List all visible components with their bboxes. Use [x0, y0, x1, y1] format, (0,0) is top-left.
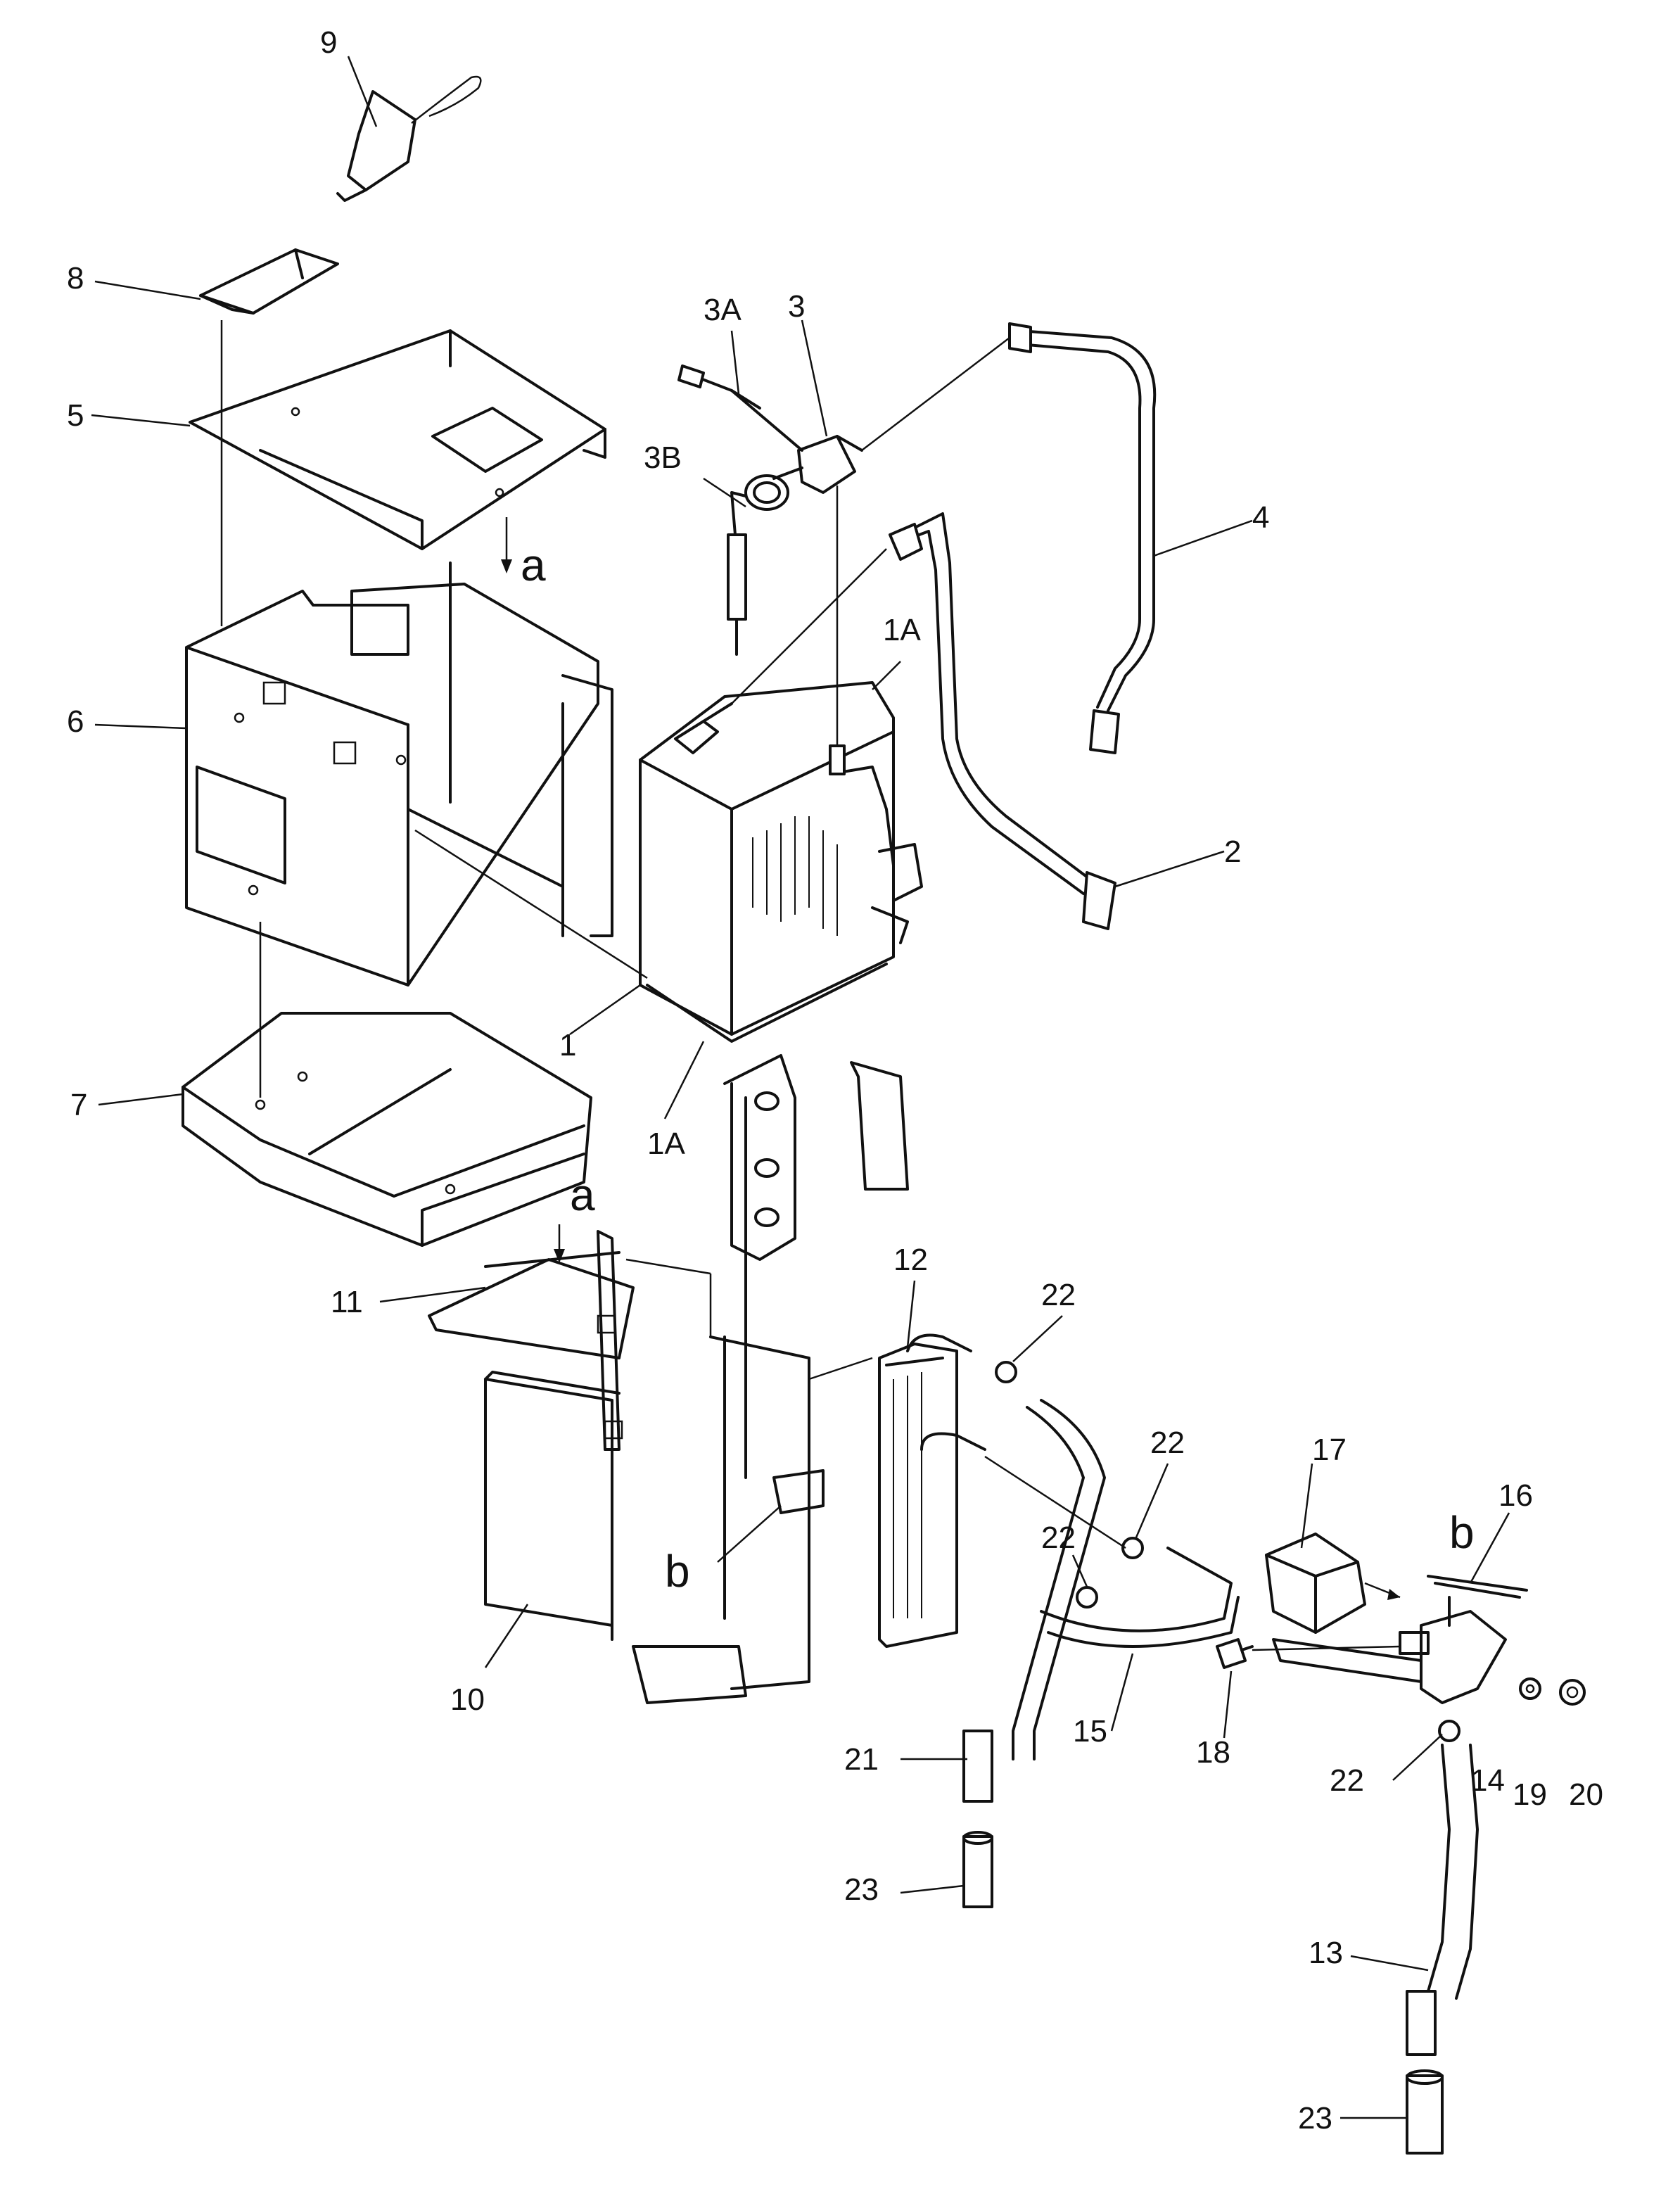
callout-1: 1: [559, 1028, 576, 1062]
callout-20: 20: [1569, 1777, 1603, 1812]
part-18-bolt: [1216, 1638, 1254, 1669]
part-8-clip: [199, 248, 339, 315]
part-7-tray: [182, 1012, 592, 1247]
callout-22-b: 22: [1150, 1426, 1185, 1460]
part-21-hose: [962, 1399, 1106, 1803]
part-22-clamps: [995, 1361, 1461, 1742]
callout-19: 19: [1513, 1777, 1547, 1812]
callout-3b: 3B: [644, 440, 682, 475]
part-1-heater-unit: [639, 681, 923, 1043]
part-9-switch: [336, 75, 482, 202]
part-4-pipe: [1008, 322, 1157, 754]
part-3-valve: [677, 364, 863, 494]
callout-23-right: 23: [1298, 2101, 1332, 2136]
callout-4: 4: [1252, 500, 1269, 535]
callout-21: 21: [844, 1742, 879, 1777]
callout-23-left: 23: [844, 1872, 879, 1907]
callout-2: 2: [1224, 835, 1241, 869]
callout-1a-bottom: 1A: [647, 1127, 685, 1161]
part-16-pin: [1427, 1575, 1528, 1599]
callout-leaders: [91, 56, 1510, 2119]
part-11-bracket: [428, 1230, 635, 1451]
callout-22-a: 22: [1041, 1278, 1076, 1312]
callout-10: 10: [450, 1682, 485, 1717]
ref-b-right: b: [1449, 1507, 1475, 1558]
callout-8: 8: [67, 261, 84, 296]
part-19-washer: [1519, 1677, 1541, 1700]
part-14-valve-bracket: [1272, 1596, 1507, 1704]
part-5-top-cover: [189, 329, 606, 550]
callout-14: 14: [1470, 1763, 1505, 1798]
callout-18: 18: [1196, 1735, 1230, 1770]
callout-9: 9: [320, 25, 337, 60]
callout-7: 7: [70, 1088, 87, 1122]
callout-12: 12: [893, 1243, 928, 1277]
callout-1a-top: 1A: [883, 613, 921, 647]
callout-13: 13: [1309, 1936, 1343, 1970]
callout-15: 15: [1073, 1714, 1107, 1749]
callout-16: 16: [1498, 1478, 1533, 1513]
part-17-cover: [1265, 1533, 1366, 1634]
part-3b-coil-valve: [727, 467, 803, 656]
ref-a-top: a: [521, 540, 546, 590]
part-10-panel: [484, 1371, 621, 1641]
callout-17: 17: [1312, 1433, 1347, 1467]
callout-5: 5: [67, 398, 84, 433]
part-2-pipe: [889, 512, 1116, 930]
part-6-box: [185, 561, 613, 986]
part-13-hose: [1406, 1744, 1479, 2056]
callout-22-d: 22: [1330, 1763, 1364, 1798]
part-23-sleeve-left: [962, 1831, 993, 1908]
part-15-hose: [1040, 1547, 1240, 1648]
callout-22-c: 22: [1041, 1521, 1076, 1555]
assembly-guide-lines: [220, 320, 1401, 1651]
part-23-sleeve-right: [1406, 2069, 1444, 2155]
callout-3a: 3A: [704, 293, 742, 327]
callout-11: 11: [331, 1285, 363, 1319]
part-12-heater-core: [878, 1333, 986, 1648]
ref-a-bottom: a: [570, 1169, 595, 1220]
ref-b-left: b: [665, 1546, 690, 1597]
callout-3: 3: [788, 289, 805, 324]
callout-labels: 9 8 5 6 7 11 10 3A 3 3B 4 1A 2 1 1A 12 2…: [67, 25, 1603, 2136]
callout-6: 6: [67, 704, 84, 739]
part-20-nut: [1559, 1679, 1586, 1706]
